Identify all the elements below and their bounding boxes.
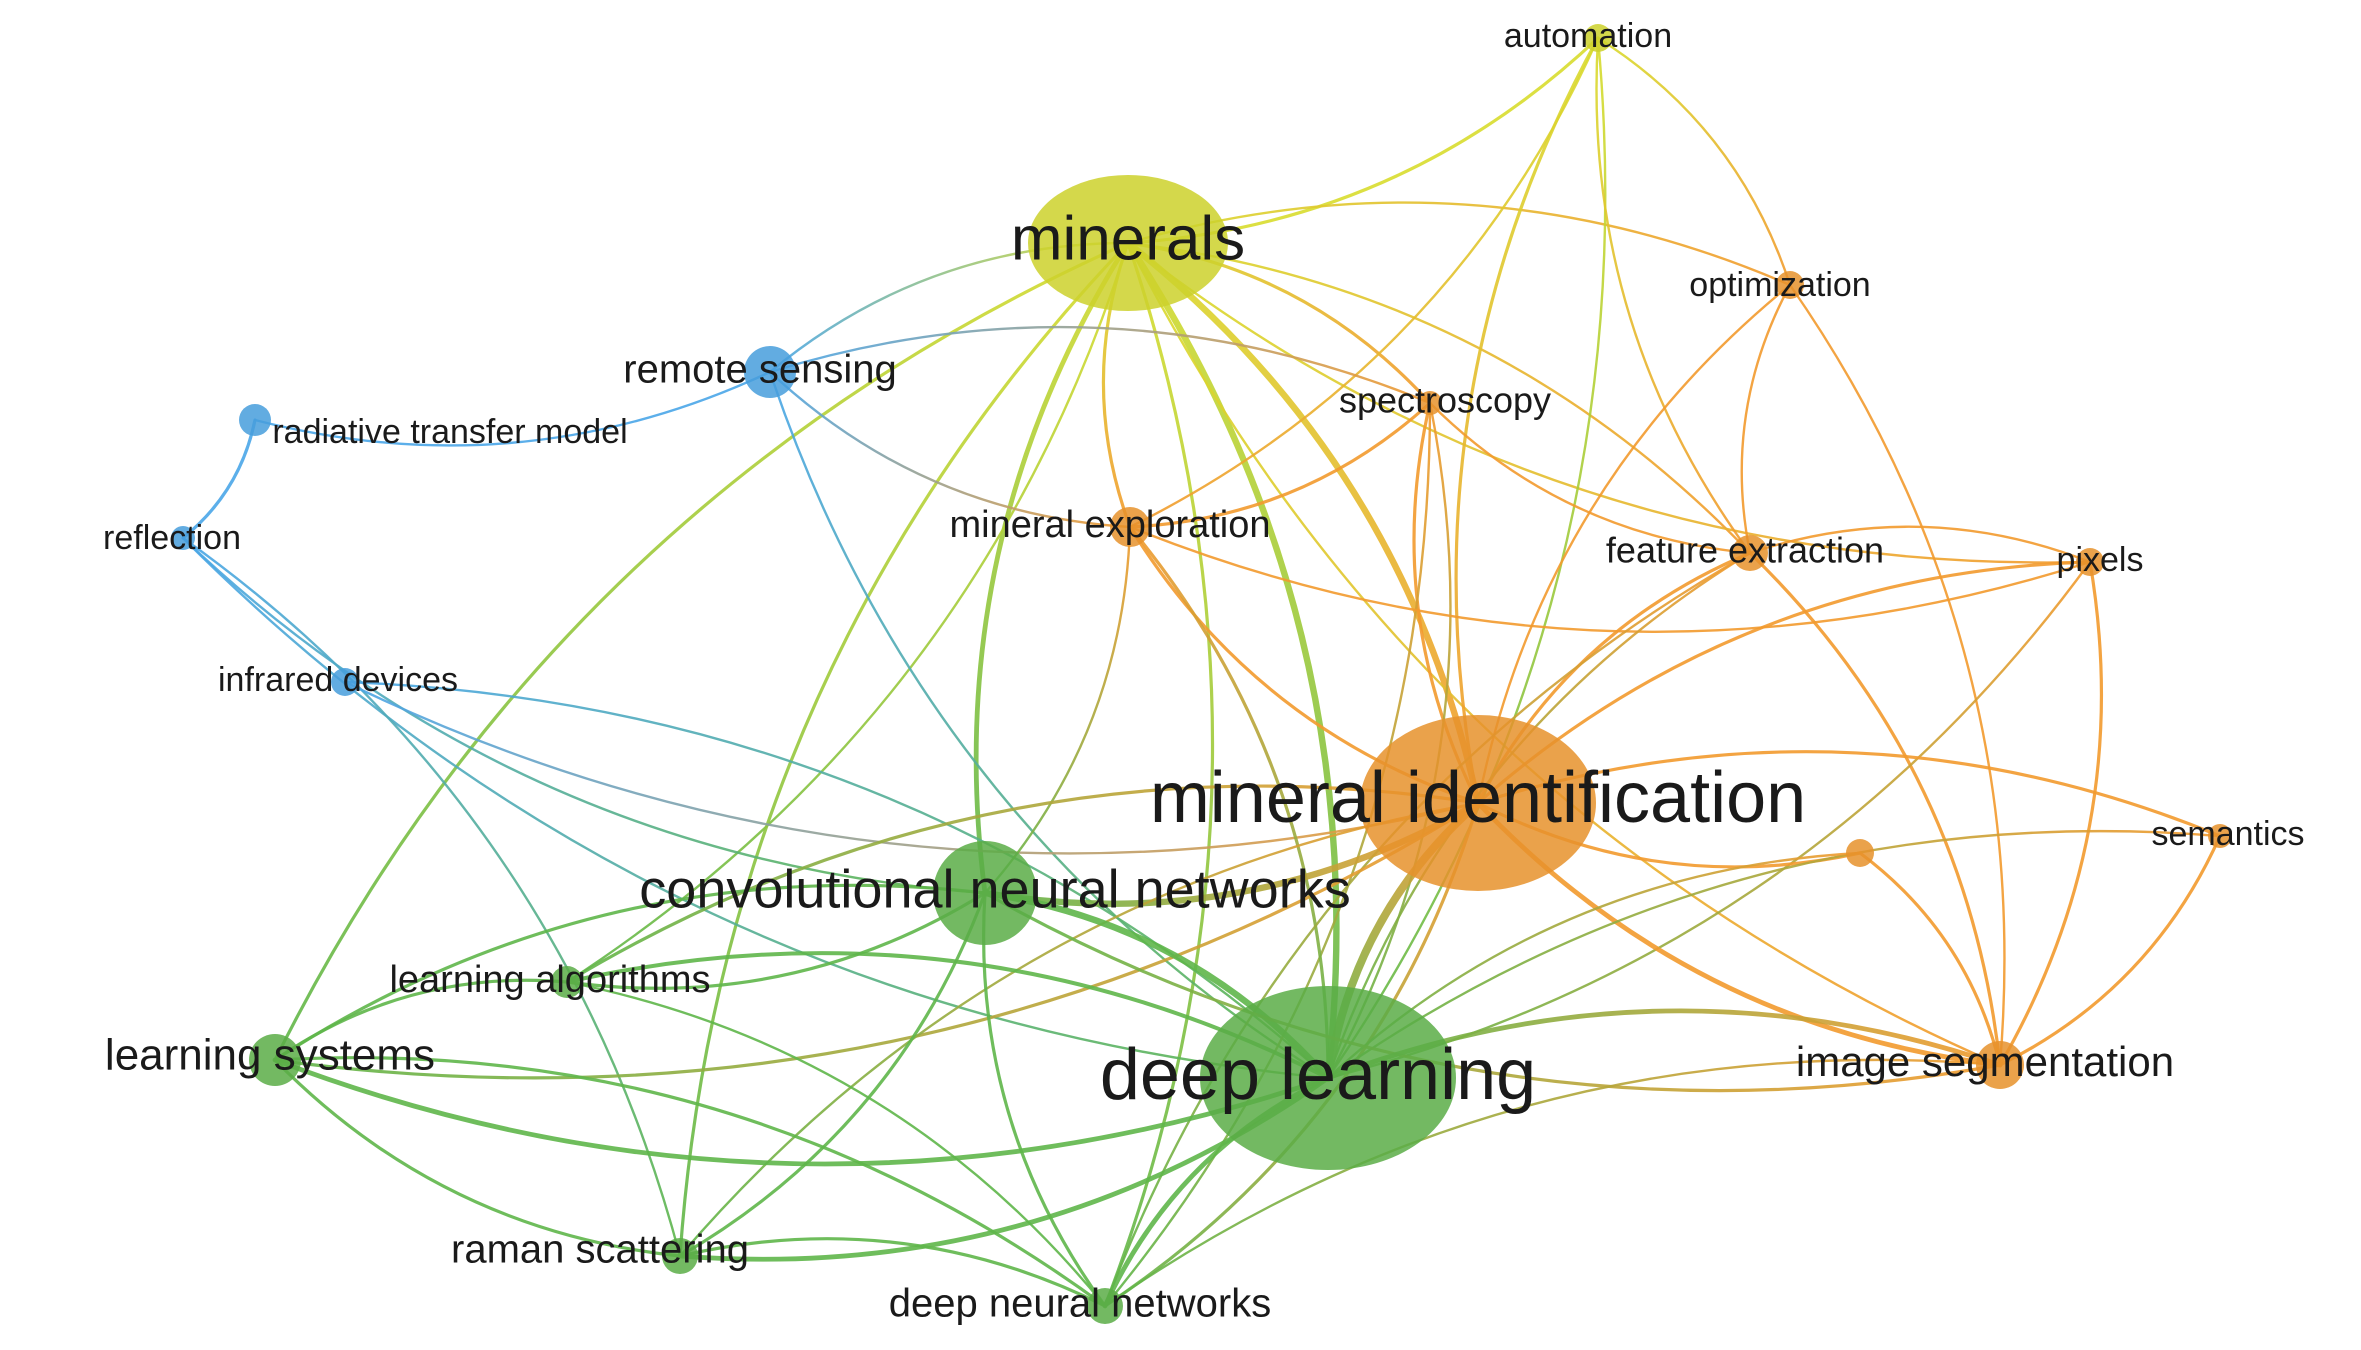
- edge-mineral-exploration-pixels: [1128, 525, 2092, 633]
- edge-remote-sensing-spectroscopy: [768, 325, 1432, 405]
- node-feature-extraction[interactable]: [1732, 535, 1768, 571]
- edge-minerals-pixels: [1126, 241, 2092, 564]
- label-infrared-devices: infrared devices: [218, 661, 458, 699]
- edge-minerals-raman-scattering: [678, 241, 1130, 1258]
- edge-reflection-raman-scattering: [181, 536, 682, 1258]
- nodes-layer: [171, 24, 2232, 1324]
- edge-minerals-convolutional-neural-networks: [973, 240, 1131, 896]
- edge-raman-scattering-deep-neural-networks: [678, 1237, 1107, 1308]
- edge-learning-systems-raman-scattering: [273, 1058, 682, 1258]
- edge-learning-algorithms-learning-systems: [273, 978, 569, 1062]
- label-remote-sensing: remote sensing: [623, 348, 896, 392]
- edge-automation-feature-extraction: [1595, 36, 1752, 555]
- label-raman-scattering: raman scattering: [451, 1228, 749, 1272]
- node-orange-small[interactable]: [1846, 839, 1874, 867]
- node-radiative-transfer-model[interactable]: [239, 404, 271, 436]
- label-learning-systems: learning systems: [105, 1031, 435, 1080]
- edge-mineral-exploration-convolutional-neural-networks: [983, 525, 1132, 895]
- edge-optimization-feature-extraction: [1740, 283, 1792, 555]
- node-convolutional-neural-networks[interactable]: [933, 841, 1037, 945]
- node-mineral-identification[interactable]: [1360, 715, 1596, 891]
- edge-optimization-mineral-identification: [1476, 283, 1792, 805]
- label-image-segmentation: image segmentation: [1796, 1038, 2174, 1085]
- label-automation: automation: [1504, 17, 1672, 55]
- node-spectroscopy[interactable]: [1418, 391, 1442, 415]
- edge-learning-algorithms-deep-neural-networks: [565, 980, 1107, 1308]
- label-pixels: pixels: [2057, 541, 2144, 579]
- node-semantics[interactable]: [2208, 824, 2232, 848]
- edge-convolutional-neural-networks-raman-scattering: [678, 891, 987, 1258]
- edge-infrared-devices-deep-learning: [343, 680, 1330, 1080]
- edge-automation-mineral-identification: [1454, 36, 1600, 805]
- edge-optimization-image-segmentation: [1788, 283, 2006, 1067]
- edge-feature-extraction-pixels: [1748, 525, 2092, 564]
- node-optimization[interactable]: [1776, 271, 1804, 299]
- edge-convolutional-neural-networks-learning-systems: [273, 883, 987, 1062]
- label-optimization: optimization: [1689, 266, 1870, 304]
- label-spectroscopy: spectroscopy: [1339, 380, 1551, 421]
- edge-pixels-image-segmentation: [1998, 560, 2104, 1067]
- edge-spectroscopy-feature-extraction: [1428, 401, 1752, 555]
- edge-spectroscopy-mineral-exploration: [1128, 401, 1432, 529]
- node-deep-neural-networks[interactable]: [1087, 1288, 1123, 1324]
- edge-image-segmentation-deep-neural-networks: [1103, 1058, 2002, 1308]
- edge-minerals-optimization: [1126, 201, 1792, 287]
- label-feature-extraction: feature extraction: [1606, 530, 1884, 571]
- edge-automation-mineral-exploration: [1128, 36, 1600, 529]
- edge-minerals-deep-neural-networks: [1103, 241, 1215, 1308]
- edge-feature-extraction-image-segmentation: [1748, 551, 2002, 1067]
- label-learning-algorithms: learning algorithms: [389, 959, 710, 1001]
- edge-minerals-feature-extraction: [1126, 241, 1752, 555]
- edge-convolutional-neural-networks-deep-neural-networks: [982, 891, 1107, 1308]
- edge-minerals-learning-systems: [273, 241, 1130, 1062]
- node-mineral-exploration[interactable]: [1110, 507, 1150, 547]
- node-remote-sensing[interactable]: [744, 346, 796, 398]
- edge-minerals-deep-learning: [1124, 239, 1340, 1082]
- edge-remote-sensing-radiative-transfer-model: [253, 370, 772, 447]
- edge-mineral-identification-raman-scattering: [678, 801, 1480, 1258]
- label-reflection: reflection: [103, 519, 241, 557]
- edge-semantics-image-segmentation: [1998, 834, 2222, 1067]
- node-reflection[interactable]: [171, 526, 195, 550]
- label-minerals: minerals: [1011, 204, 1245, 273]
- node-learning-systems[interactable]: [249, 1034, 301, 1086]
- node-pixels[interactable]: [2076, 548, 2104, 576]
- edge-semantics-deep-learning: [1326, 829, 2222, 1080]
- edge-reflection-deep-learning: [181, 536, 1330, 1080]
- labels-layer: minerals automation optimization remote sen…: [103, 17, 2305, 1326]
- node-minerals[interactable]: [1028, 175, 1228, 311]
- node-automation[interactable]: [1584, 24, 1612, 52]
- edge-mineral-identification-learning-algorithms: [565, 784, 1480, 984]
- node-image-segmentation[interactable]: [1976, 1041, 2024, 1089]
- edge-convolutional-neural-networks-learning-algorithms: [565, 891, 987, 990]
- label-deep-neural-networks: deep neural networks: [889, 1282, 1271, 1326]
- edge-reflection-convolutional-neural-networks: [181, 536, 987, 895]
- label-convolutional-neural-networks: convolutional neural networks: [639, 859, 1350, 919]
- node-deep-learning[interactable]: [1200, 986, 1456, 1170]
- edge-minerals-mineral-identification: [1124, 239, 1482, 807]
- node-learning-algorithms[interactable]: [551, 966, 583, 998]
- label-radiative-transfer-model: radiative transfer model: [272, 413, 627, 451]
- edge-orange-small-image-segmentation: [1858, 851, 2002, 1067]
- label-semantics: semantics: [2151, 815, 2304, 853]
- edge-learning-systems-deep-learning: [272, 1057, 1331, 1167]
- edge-remote-sensing-mineral-exploration: [768, 370, 1132, 529]
- edge-mineral-identification-learning-systems: [273, 801, 1480, 1080]
- edge-radiative-transfer-model-reflection: [181, 418, 257, 540]
- node-infrared-devices[interactable]: [331, 668, 359, 696]
- label-deep-learning: deep learning: [1100, 1035, 1536, 1115]
- edge-infrared-devices-mineral-identification: [343, 680, 1480, 855]
- label-mineral-identification: mineral identification: [1150, 758, 1806, 838]
- edge-convolutional-neural-networks-image-segmentation: [983, 891, 2002, 1093]
- node-raman-scattering[interactable]: [662, 1238, 698, 1274]
- edge-automation-optimization: [1596, 36, 1792, 287]
- label-mineral-exploration: mineral exploration: [949, 504, 1270, 546]
